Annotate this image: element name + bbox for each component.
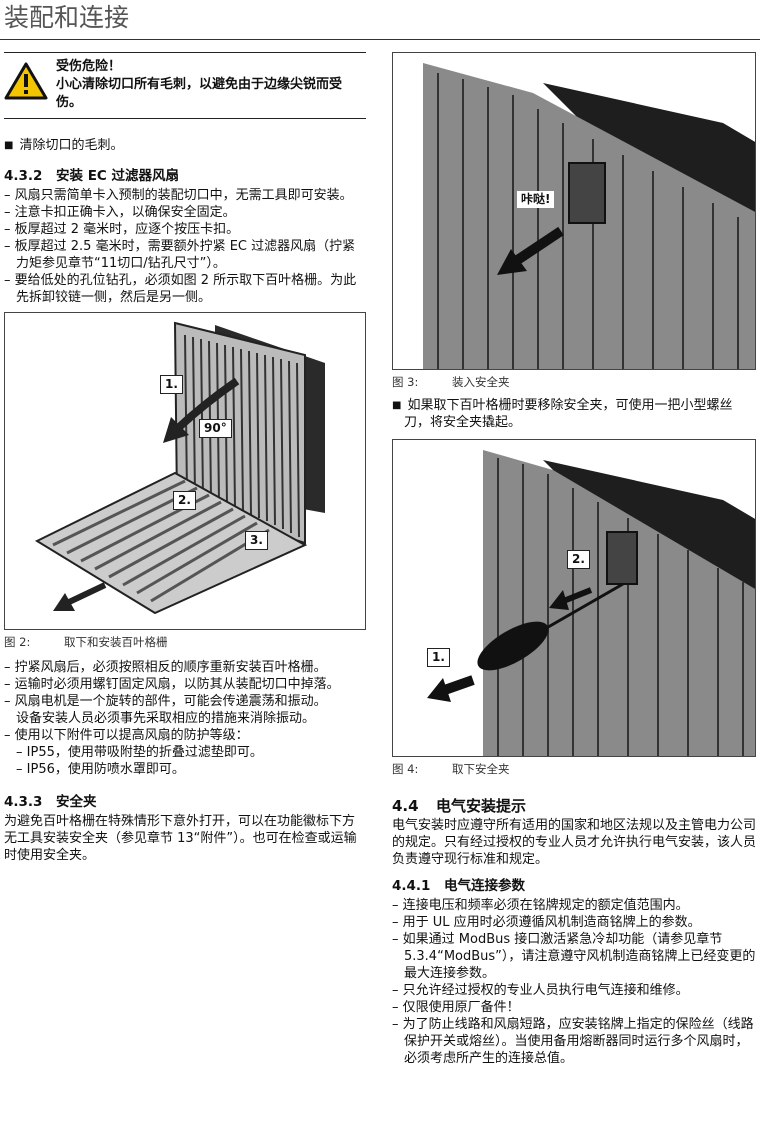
clip-removal-drawing <box>427 450 755 756</box>
title-rule <box>0 39 760 40</box>
section-44-text: 电气安装时应遵守所有适用的国家和地区法规以及主管电力公司的规定。只有经过授权的专… <box>392 818 757 867</box>
step-2-tag: 2. <box>173 491 196 510</box>
list-item: 要给低处的孔位钻孔，必须如图 2 所示取下百叶格栅。为此先拆卸铰链一侧，然后是另… <box>4 272 366 306</box>
list-item: 只允许经过授权的专业人员执行电气连接和维修。 <box>392 982 758 999</box>
section-433-text: 为避免百叶格栅在特殊情形下意外打开，可以在功能徽标下方无工具安装安全夹（参见章节… <box>4 814 357 863</box>
list-item: 运输时必须用螺钉固定风扇，以防其从装配切口中掉落。 <box>4 676 366 693</box>
louvre-grille-drawing <box>34 321 325 615</box>
clip-insert-drawing <box>423 63 755 369</box>
list-item: 风扇电机是一个旋转的部件，可能会传递震荡和振动。 <box>4 693 366 710</box>
section-heading-432: 4.3.2 安装 EC 过滤器风扇 <box>4 168 366 185</box>
figure-label: 图 3: <box>392 375 419 389</box>
figure-2-illustration: 1. 90° 2. 3. <box>4 312 366 630</box>
section-number: 4.3.3 <box>4 794 43 810</box>
section-number: 4.4.1 <box>392 878 431 894</box>
list-item: 注意卡扣正确卡入，以确保安全固定。 <box>4 204 366 221</box>
warning-title: 受伤危险！ <box>56 59 122 74</box>
list-item: 仅限使用原厂备件！ <box>392 999 758 1016</box>
warning-triangle-icon <box>4 58 56 112</box>
bullet-deburr: 清除切口的毛刺。 <box>4 137 366 154</box>
figure-caption-text: 取下和安装百叶格栅 <box>64 635 168 649</box>
left-column: 受伤危险！ 小心清除切口所有毛刺，以避免由于边缘尖锐而受伤。 清除切口的毛刺。 … <box>4 52 366 864</box>
vibration-note: 设备安装人员必须事先采取相应的措施来消除振动。 <box>16 711 316 726</box>
figure-4-illustration: 2. 1. <box>392 439 756 757</box>
click-label: 咔哒! <box>517 191 555 208</box>
list-item: 拧紧风扇后，必须按照相反的顺序重新安装百叶格栅。 <box>4 659 366 676</box>
list-item: 使用以下附件可以提高风扇的防护等级： <box>4 727 366 744</box>
warning-message: 小心清除切口所有毛刺，以避免由于边缘尖锐而受伤。 <box>56 77 343 110</box>
figure-2-caption: 图 2: 取下和安装百叶格栅 <box>4 634 366 651</box>
section-heading-441: 4.4.1 电气连接参数 <box>392 878 758 895</box>
section-title: 安装 EC 过滤器风扇 <box>56 168 180 184</box>
step-1-tag: 1. <box>160 375 183 394</box>
figure-caption-text: 取下安全夹 <box>452 762 510 776</box>
list-item: 用于 UL 应用时必须遵循风机制造商铭牌上的参数。 <box>392 914 758 931</box>
step-1-tag: 1. <box>427 648 450 667</box>
sub-list-item: IP56，使用防喷水罩即可。 <box>4 761 366 778</box>
list-item: 板厚超过 2.5 毫米时，需要额外拧紧 EC 过滤器风扇（拧紧力矩参见章节“11… <box>4 238 366 272</box>
figure-4-caption: 图 4: 取下安全夹 <box>392 761 758 778</box>
bullet-remove-clip: 如果取下百叶格栅时要移除安全夹，可使用一把小型螺丝刀，将安全夹撬起。 <box>392 397 758 431</box>
right-column: 咔哒! 图 3: 装入安全夹 如果取下百叶格栅时要移除安全夹，可使用一把小型螺丝刀… <box>392 52 758 1067</box>
section-title: 电气安装提示 <box>436 797 527 815</box>
figure-3-caption: 图 3: 装入安全夹 <box>392 374 758 391</box>
list-item: 连接电压和频率必须在铭牌规定的额定值范围内。 <box>392 897 758 914</box>
sub-list-item: IP55，使用带吸附垫的折叠过滤垫即可。 <box>4 744 366 761</box>
list-item: 如果通过 ModBus 接口激活紧急冷却功能（请参见章节 5.3.4“ModBu… <box>392 931 758 982</box>
section-number: 4.4 <box>392 797 419 815</box>
list-item: 为了防止线路和风扇短路，应安装铭牌上指定的保险丝（线路保护开关或熔丝）。当使用备… <box>392 1016 758 1067</box>
section-heading-44: 4.4 电气安装提示 <box>392 798 758 815</box>
list-item: 板厚超过 2 毫米时，应逐个按压卡扣。 <box>4 221 366 238</box>
section-heading-433: 4.3.3 安全夹 <box>4 794 366 811</box>
figure-caption-text: 装入安全夹 <box>452 375 510 389</box>
figure-label: 图 2: <box>4 635 31 649</box>
step-3-tag: 3. <box>245 531 268 550</box>
angle-label: 90° <box>199 419 232 438</box>
section-number: 4.3.2 <box>4 168 43 184</box>
figure-label: 图 4: <box>392 762 419 776</box>
list-item: 风扇只需简单卡入预制的装配切口中，无需工具即可安装。 <box>4 187 366 204</box>
section-title: 电气连接参数 <box>444 878 525 894</box>
figure-3-illustration: 咔哒! <box>392 52 756 370</box>
list-after-figure-2: 拧紧风扇后，必须按照相反的顺序重新安装百叶格栅。 运输时必须用螺钉固定风扇，以防… <box>4 659 366 778</box>
section-title: 安全夹 <box>56 794 97 810</box>
warning-box: 受伤危险！ 小心清除切口所有毛刺，以避免由于边缘尖锐而受伤。 <box>4 52 366 119</box>
step-2-tag: 2. <box>567 550 590 569</box>
warning-text-block: 受伤危险！ 小心清除切口所有毛刺，以避免由于边缘尖锐而受伤。 <box>56 58 366 112</box>
page-title: 装配和连接 <box>4 3 130 32</box>
